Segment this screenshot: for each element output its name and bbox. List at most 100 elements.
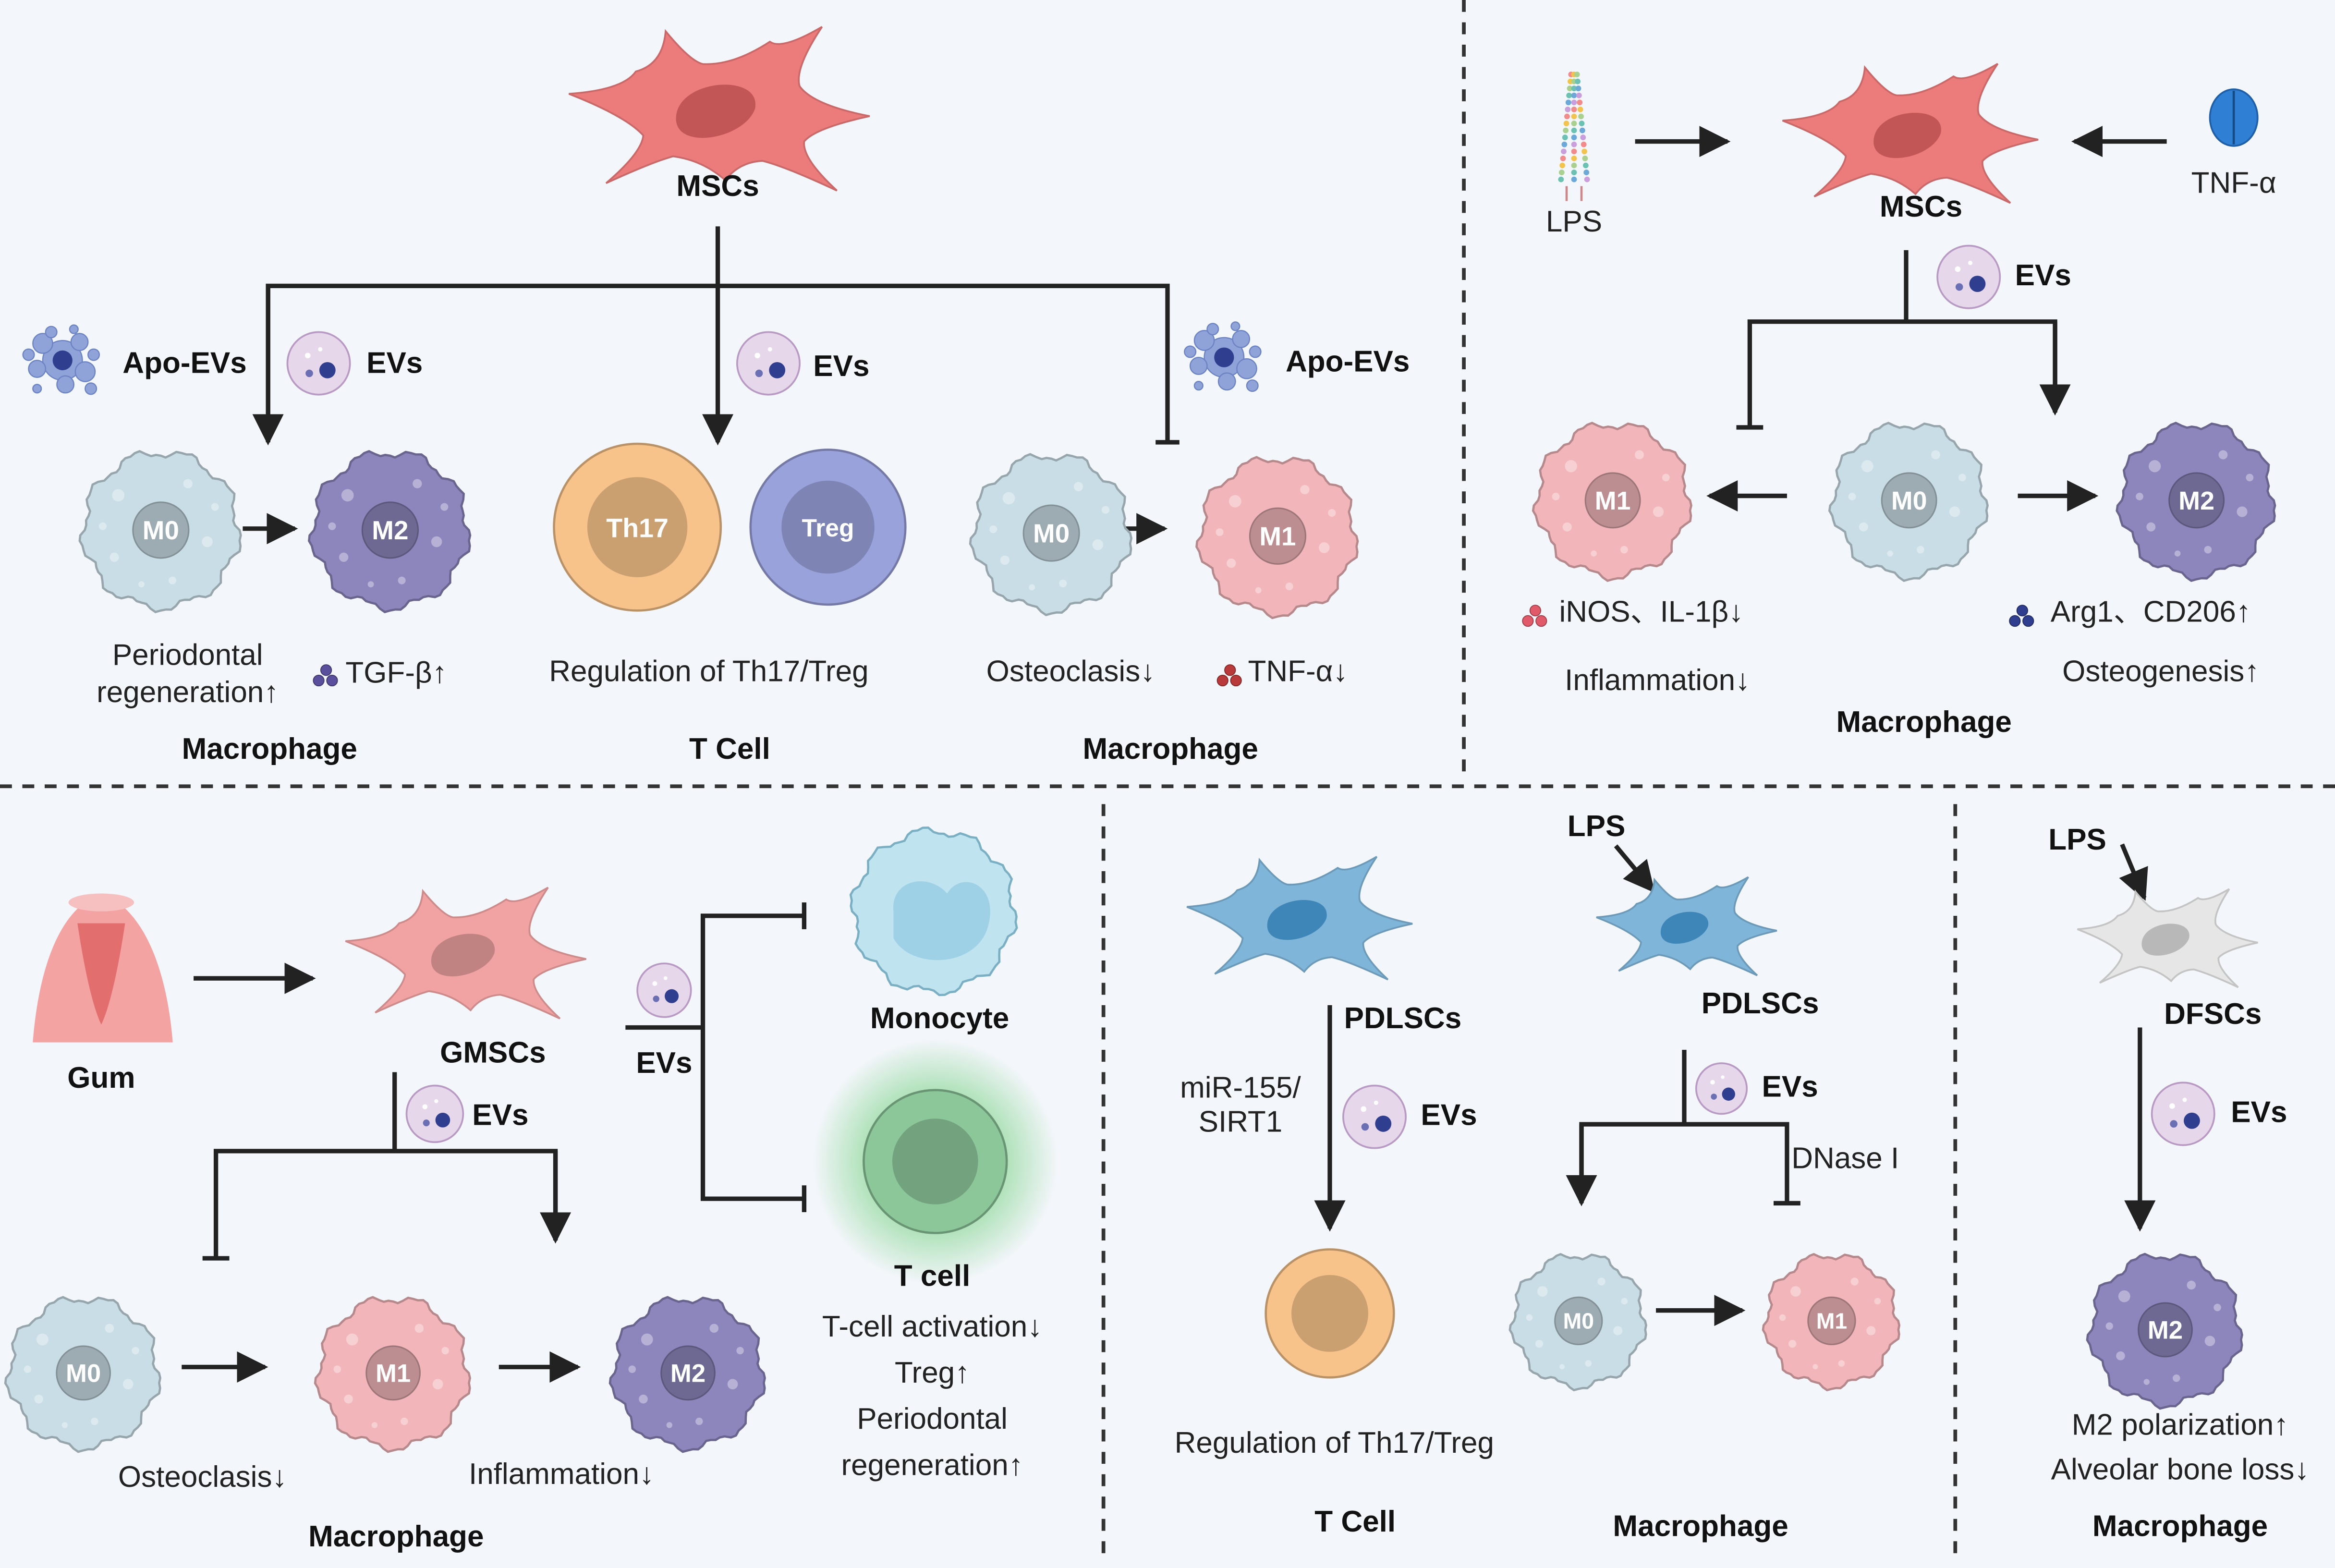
arg1-cd206-label: Arg1、CD206↑ [2050,596,2251,630]
macrophage-icon: M0 [1828,422,1989,582]
th17-treg-label-4: Regulation of Th17/Treg [1174,1427,1494,1460]
macrophage-icon: M1 [1195,456,1359,620]
extracellular-vesicle-icon [2151,1082,2215,1146]
mesenchymal-stem-cell-icon [1596,876,1777,976]
svg-text:M1: M1 [1595,486,1631,515]
regeneration-label-3: regeneration↑ [841,1449,1023,1483]
svg-text:M1: M1 [1259,522,1296,551]
svg-text:M2: M2 [2148,1316,2183,1345]
pdlsc-label-right: PDLSCs [1701,988,1819,1021]
periodontal-label-3: Periodontal [857,1403,1008,1436]
evs-label-3-right: EVs [636,1047,693,1081]
macrophage-category-4: Macrophage [1613,1510,1788,1544]
cytokine-dots-icon [1522,605,1547,627]
macrophage-icon: M2 [308,450,472,613]
t-cell-activation-label: T-cell activation↓ [822,1311,1043,1344]
macrophage-icon: M1 [314,1296,471,1453]
extracellular-vesicle-icon [1936,244,2001,309]
m2-polarization-label: M2 polarization↑ [2071,1409,2289,1443]
lps-label: LPS [1545,206,1603,239]
extracellular-vesicle-icon [1695,1062,1748,1115]
periodontal-label: Periodontal [112,639,263,672]
svg-text:Treg: Treg [802,514,854,542]
lps-label-4: LPS [1567,811,1626,844]
mesenchymal-stem-cell-icon [1186,856,1413,981]
msc-label: MSCs [676,170,759,204]
inflammation-label: Inflammation↓ [1565,665,1751,698]
tnf-alpha-protein-icon [2209,88,2259,147]
t-cell-icon [863,1089,1008,1234]
gmsc-label: GMSCs [440,1037,546,1070]
osteogenesis-label: Osteogenesis↑ [2062,656,2260,689]
apoptotic-vesicle-icon [1184,321,1262,392]
pdlsc-label-left: PDLSCs [1344,1003,1462,1036]
svg-text:M1: M1 [1816,1309,1847,1334]
svg-text:M2: M2 [372,515,408,545]
mesenchymal-stem-cell-icon [1782,63,2039,204]
regeneration-label: regeneration↑ [97,677,279,710]
apoptotic-vesicle-icon [22,324,100,395]
cytokine-dots-icon [1216,664,1242,687]
gum-tissue-icon [33,893,173,1043]
macrophage-icon: M0 [78,450,242,613]
macrophage-category-5: Macrophage [2092,1510,2268,1544]
macrophage-icon: M0 [4,1296,162,1453]
extracellular-vesicle-icon [405,1084,464,1143]
evs-label-4-left: EVs [1421,1099,1477,1133]
evs-label-5: EVs [2231,1096,2287,1130]
apo-evs-label-left: Apo-EVs [122,348,247,381]
macrophage-icon: M2 [608,1296,766,1453]
tgf-beta-label: TGF-β↑ [345,657,447,691]
inos-il1b-label: iNOS、IL-1β↓ [1559,596,1744,630]
macrophage-category-3: Macrophage [308,1521,484,1554]
macrophage-category-right: Macrophage [1082,733,1258,766]
macrophage-icon: M1 [1762,1252,1901,1392]
t-cell-icon: Treg [749,449,907,606]
macrophage-icon: M0 [1508,1252,1647,1392]
tnf-alpha-label: TNF-α↓ [1248,656,1348,689]
extracellular-vesicle-icon [286,331,351,396]
cytokine-dots-icon [2009,605,2034,627]
evs-label-left: EVs [366,348,423,381]
svg-text:Th17: Th17 [606,513,669,543]
osteoclasis-label: Osteoclasis↓ [986,656,1155,689]
connector-lines [182,126,2167,1383]
t-cell-icon [1265,1248,1395,1379]
macrophage-category-left: Macrophage [182,733,357,766]
evs-label-3: EVs [472,1099,529,1133]
mesenchymal-stem-cell-icon [2077,888,2258,988]
svg-text:M1: M1 [376,1360,411,1388]
macrophage-icon: M2 [2116,422,2276,582]
evs-label-4-right: EVs [1762,1071,1818,1105]
gum-label: Gum [67,1062,135,1095]
svg-text:M0: M0 [1563,1309,1594,1334]
monocyte-icon [849,827,1018,997]
macrophage-icon: M1 [1532,422,1692,582]
osteoclasis-label-3: Osteoclasis↓ [118,1461,287,1495]
t-cell-category-4: T Cell [1314,1506,1396,1539]
dfsc-label: DFSCs [2164,998,2262,1032]
evs-label-middle: EVs [813,351,870,384]
t-cell-icon: Th17 [553,442,722,612]
svg-text:M2: M2 [2178,486,2214,515]
msc-label-2: MSCs [1879,191,1963,224]
extracellular-vesicle-icon [1342,1084,1407,1149]
mirna-sirt1-label: miR-155/ SIRT1 [1180,1072,1301,1140]
macrophage-icon: M2 [2086,1252,2243,1410]
lipopolysaccharide-icon [1558,72,1590,201]
macrophage-icon: M0 [969,453,1133,617]
extracellular-vesicle-icon [636,962,692,1018]
t-cell-category-label: T Cell [689,733,770,766]
apo-evs-label-right: Apo-EVs [1285,346,1410,379]
macrophage-category-2: Macrophage [1836,706,2012,740]
evs-label-2: EVs [2015,260,2071,293]
extracellular-vesicle-icon [736,331,801,396]
svg-text:M0: M0 [1891,486,1927,515]
t-cell-label: T cell [894,1260,971,1294]
inflammation-label-3: Inflammation↓ [468,1459,655,1492]
cytokine-dots-icon [313,664,338,687]
